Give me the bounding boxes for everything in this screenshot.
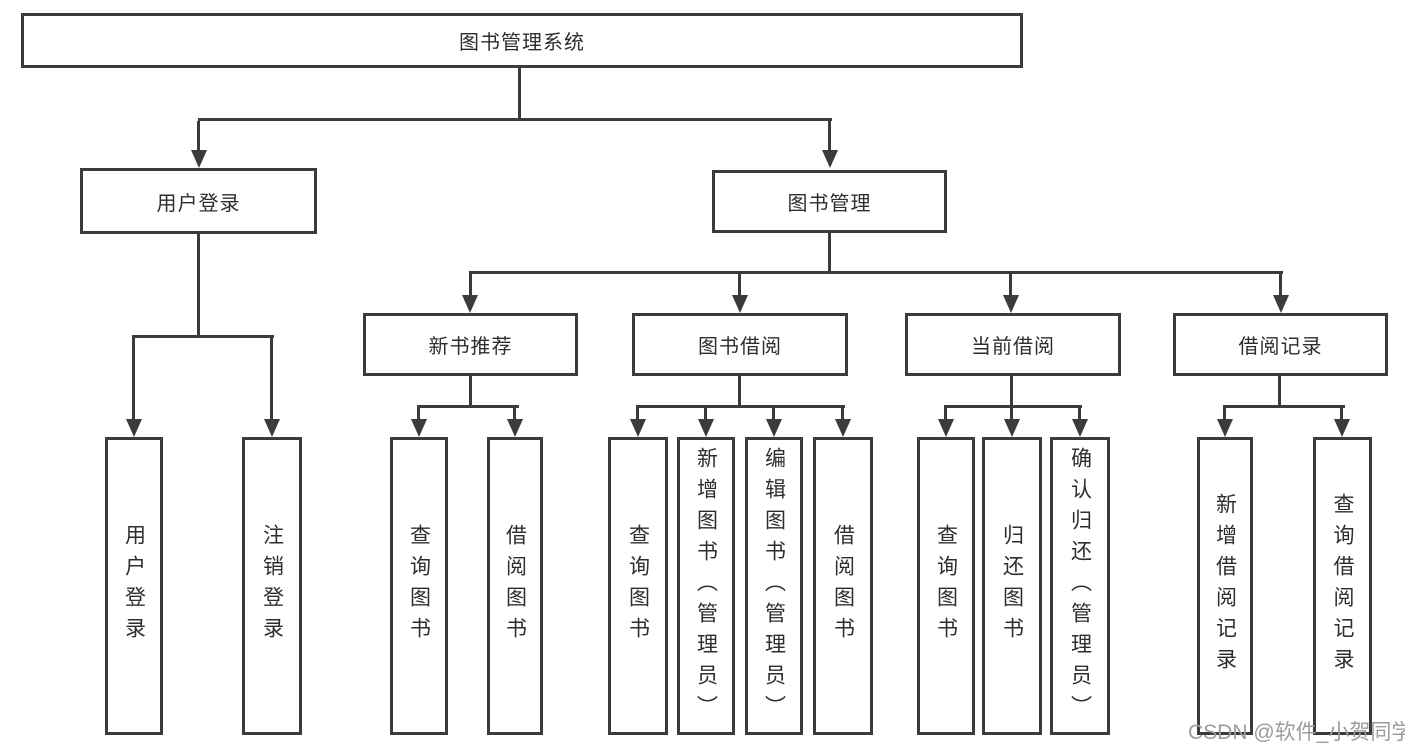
leaf-return-book-label: 归还图书 [1000, 524, 1024, 648]
arrowhead-bw-add-icon [698, 419, 714, 437]
leaf-confirm-return-admin: 确认归还（管理员） [1050, 437, 1110, 735]
connector-book-management-crossbar [469, 271, 1283, 274]
connector-root-crossbar [198, 118, 832, 121]
node-current-borrow: 当前借阅 [905, 313, 1121, 376]
arrowhead-user-login-icon [191, 150, 207, 168]
leaf-add-book-admin: 新增图书（管理员） [677, 437, 735, 735]
connector-to-bw-add [704, 408, 707, 421]
node-book-borrow: 图书借阅 [632, 313, 848, 376]
connector-to-leaf-login [132, 338, 135, 421]
node-new-book-recommend: 新书推荐 [363, 313, 578, 376]
arrowhead-bw-query-icon [630, 419, 646, 437]
connector-user-login-stem [197, 234, 200, 337]
connector-to-cur-confirm [1078, 408, 1081, 421]
connector-to-book-borrow [738, 274, 741, 297]
arrowhead-borrow-records-icon [1273, 295, 1289, 313]
leaf-query-borrow-record: 查询借阅记录 [1313, 437, 1372, 735]
leaf-query-book-newbooks: 查询图书 [390, 437, 448, 735]
connector-to-cur-return [1010, 408, 1013, 421]
connector-to-rec-query [1340, 408, 1343, 421]
connector-borrow-records-stem [1278, 376, 1281, 407]
node-root-label: 图书管理系统 [459, 32, 585, 54]
connector-to-borrow-records [1279, 274, 1282, 297]
connector-to-leaf-logout [270, 338, 273, 421]
leaf-add-book-admin-label: 新增图书（管理员） [694, 446, 718, 726]
connector-to-bw-borrow [841, 408, 844, 421]
node-borrow-records-label: 借阅记录 [1238, 336, 1323, 358]
leaf-borrow-book-newbooks-label: 借阅图书 [503, 524, 527, 648]
arrowhead-cur-confirm-icon [1072, 419, 1088, 437]
leaf-query-borrow-record-label: 查询借阅记录 [1331, 493, 1354, 679]
leaf-user-login: 用户登录 [105, 437, 163, 735]
leaf-borrow-book: 借阅图书 [813, 437, 873, 735]
connector-new-book-stem [469, 376, 472, 407]
arrowhead-nb-borrow-icon [507, 419, 523, 437]
node-new-book-recommend-label: 新书推荐 [428, 336, 513, 358]
leaf-add-borrow-record-label: 新增借阅记录 [1213, 493, 1237, 679]
csdn-watermark: CSDN @软件_小贺同学 [1188, 721, 1405, 744]
arrowhead-rec-query-icon [1334, 419, 1350, 437]
leaf-query-book-borrow-label: 查询图书 [626, 524, 650, 648]
node-current-borrow-label: 当前借阅 [971, 336, 1055, 358]
arrowhead-cur-return-icon [1004, 419, 1020, 437]
connector-to-current-borrow [1009, 274, 1012, 297]
connector-current-borrow-stem [1010, 376, 1013, 407]
leaf-borrow-book-newbooks: 借阅图书 [487, 437, 543, 735]
connector-to-bw-edit [772, 408, 775, 421]
leaf-borrow-book-label: 借阅图书 [831, 524, 855, 648]
arrowhead-book-borrow-icon [732, 295, 748, 313]
arrowhead-new-book-recommend-icon [462, 295, 478, 313]
arrowhead-nb-query-icon [411, 419, 427, 437]
leaf-add-borrow-record: 新增借阅记录 [1197, 437, 1253, 735]
leaf-query-book-borrow: 查询图书 [608, 437, 668, 735]
connector-to-cur-query [944, 408, 947, 421]
leaf-confirm-return-admin-label: 确认归还（管理员） [1068, 446, 1092, 726]
arrowhead-leaf-logout-icon [264, 419, 280, 437]
connector-to-bw-query [636, 408, 639, 421]
connector-current-borrow-crossbar [944, 405, 1082, 408]
leaf-query-book-current: 查询图书 [917, 437, 975, 735]
connector-borrow-records-crossbar [1223, 405, 1345, 408]
node-user-login-label: 用户登录 [156, 192, 241, 215]
arrowhead-rec-add-icon [1217, 419, 1233, 437]
node-book-management-label: 图书管理 [787, 193, 872, 215]
connector-to-new-book-recommend [469, 274, 472, 297]
leaf-edit-book-admin-label: 编辑图书（管理员） [762, 446, 786, 726]
leaf-logout-label: 注销登录 [260, 524, 284, 648]
connector-to-rec-add [1223, 408, 1226, 421]
leaf-edit-book-admin: 编辑图书（管理员） [745, 437, 803, 735]
leaf-return-book: 归还图书 [982, 437, 1042, 735]
connector-book-borrow-crossbar [636, 405, 845, 408]
node-borrow-records: 借阅记录 [1173, 313, 1388, 376]
connector-to-nb-borrow [513, 408, 516, 421]
leaf-query-book-current-label: 查询图书 [934, 524, 958, 648]
connector-new-book-crossbar [417, 405, 519, 408]
node-root: 图书管理系统 [21, 13, 1023, 68]
arrowhead-bw-edit-icon [766, 419, 782, 437]
leaf-query-book-newbooks-label: 查询图书 [407, 524, 431, 648]
connector-root-stem [518, 68, 521, 120]
arrowhead-current-borrow-icon [1003, 295, 1019, 313]
node-book-management: 图书管理 [712, 170, 947, 233]
arrowhead-bw-borrow-icon [835, 419, 851, 437]
node-user-login: 用户登录 [80, 168, 317, 234]
arrowhead-leaf-login-icon [126, 419, 142, 437]
connector-to-nb-query [417, 408, 420, 421]
connector-book-management-stem [828, 233, 831, 274]
arrowhead-book-management-icon [822, 150, 838, 168]
node-book-borrow-label: 图书借阅 [698, 336, 782, 358]
leaf-user-login-label: 用户登录 [122, 524, 146, 648]
leaf-logout: 注销登录 [242, 437, 302, 735]
connector-user-login-crossbar [132, 335, 274, 338]
connector-to-user-login [197, 121, 200, 152]
connector-to-book-management [828, 121, 831, 152]
arrowhead-cur-query-icon [938, 419, 954, 437]
connector-book-borrow-stem [738, 376, 741, 407]
